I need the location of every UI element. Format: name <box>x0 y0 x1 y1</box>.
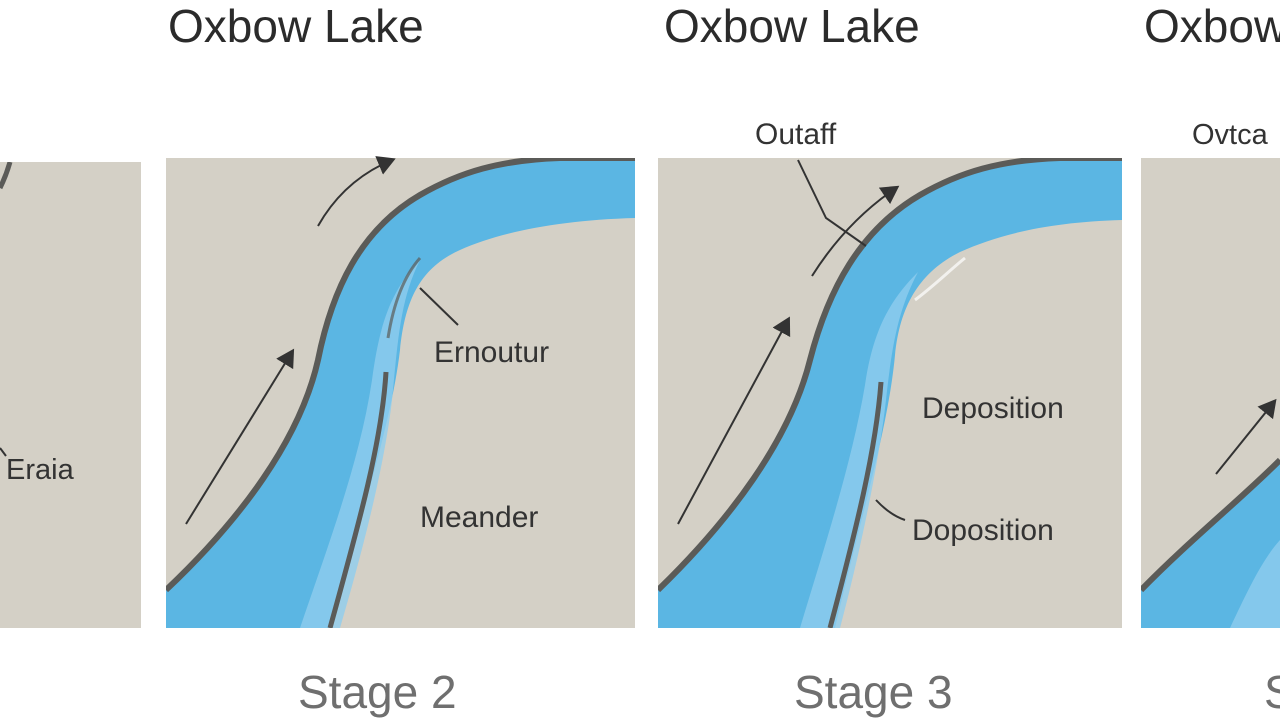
inner-bank <box>827 381 884 628</box>
panel-stage-1: Eraia <box>0 162 141 628</box>
panel-title: Oxbow Lake <box>168 0 424 52</box>
cutoff-streak <box>914 256 966 302</box>
stage-label: Stage 2 <box>298 666 457 718</box>
river-bank <box>0 162 13 190</box>
river-channel <box>1141 460 1280 628</box>
river-highlight <box>800 272 918 628</box>
river-highlight <box>1230 540 1280 628</box>
panel-title: Oxbow Lake <box>664 0 920 52</box>
panel-stage-4: Oxbow Ovtca S <box>1141 0 1280 718</box>
label-pointer <box>797 159 867 247</box>
label-deposition: Deposition <box>922 392 1064 425</box>
river-highlight <box>300 260 420 628</box>
point-bar-streak <box>386 257 422 339</box>
flow-arrow <box>677 316 791 525</box>
flow-arrow <box>317 156 396 227</box>
label-pointer <box>419 287 459 326</box>
label-meander: Meander <box>420 501 538 534</box>
stage-label: Stage 3 <box>794 666 953 718</box>
label-pointer <box>0 447 7 457</box>
inner-bank <box>327 371 389 628</box>
label-pointer <box>875 499 906 521</box>
outer-bank <box>166 158 635 593</box>
panel-title: Oxbow <box>1144 0 1280 52</box>
panel-stage-3: Oxbow Lake Outaff Deposition Doposition … <box>658 0 1122 718</box>
outer-bank <box>1141 457 1280 593</box>
outer-bank <box>658 158 1122 593</box>
river-channel <box>658 158 1122 628</box>
panel-stage-2: Oxbow Lake Ernoutur Meander Stage 2 <box>166 0 635 718</box>
flow-arrow <box>811 185 900 277</box>
stage-label: S <box>1264 666 1280 718</box>
flow-arrow <box>185 348 295 525</box>
label-outaff: Outaff <box>755 118 837 151</box>
label-ovtca: Ovtca <box>1192 119 1269 151</box>
label-eraia: Eraia <box>6 454 75 486</box>
land-area <box>0 162 141 628</box>
flow-arrow <box>1215 398 1277 475</box>
label-doposition: Doposition <box>912 514 1054 547</box>
label-ernoutur: Ernoutur <box>434 336 549 369</box>
river-channel <box>166 158 635 628</box>
